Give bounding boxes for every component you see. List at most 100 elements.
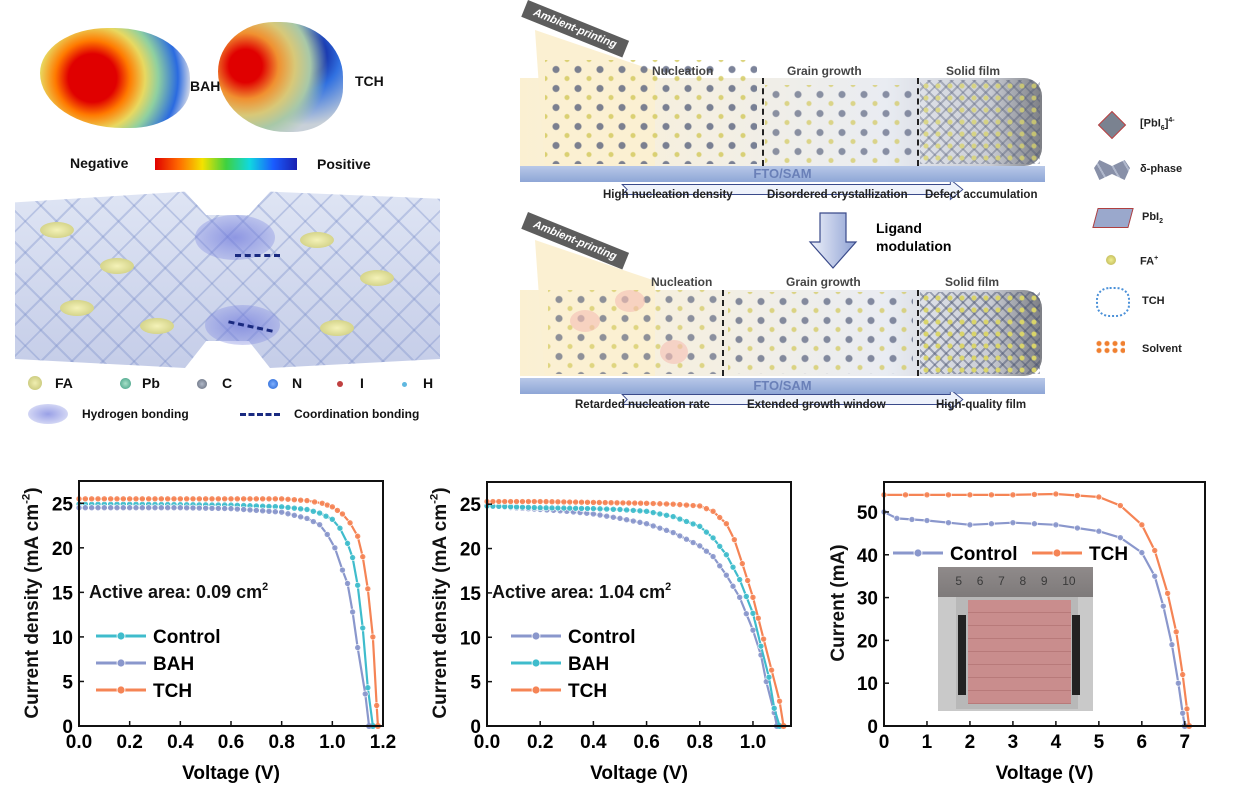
module-photo-inset: 5 6 7 8 9 10 [938,567,1093,711]
data-point-bah [88,504,95,512]
x-axis-label: Voltage (V) [996,763,1094,784]
y-tick-label: 20 [52,539,73,560]
data-point-control [610,513,617,521]
data-point-bah [676,515,684,523]
x-axis-label: Voltage (V) [590,763,688,784]
ruler-mark: 10 [1062,574,1076,588]
data-point-tch [716,514,724,521]
perovskite-module [968,600,1071,704]
n-legend-icon [268,379,278,389]
x-tick-label: 0.0 [474,732,500,753]
data-point-bah [177,504,184,512]
ligand-modulation-line1: Ligand [876,220,922,236]
data-point-tch [339,510,346,518]
data-point-control [1031,520,1038,528]
data-point-tch [744,577,751,584]
fa-cation [360,270,394,286]
x-tick-label: 0 [879,732,890,753]
arrow-label: Disordered crystallization [767,189,908,201]
y-tick-label: 0 [867,717,878,738]
y-tick-label: 20 [460,540,481,561]
data-point-control [1009,519,1017,526]
data-point-tch [760,635,767,643]
stage-grain-growth: Grain growth [786,275,861,289]
data-point-control [349,554,356,561]
colorbar-negative-label: Negative [70,155,129,171]
data-point-control [1095,527,1103,535]
ruler-mark: 8 [1019,574,1027,588]
data-point-control [908,516,916,523]
data-point-control [988,520,995,528]
legend-marker-bah [531,658,541,668]
ruler-mark: 7 [998,574,1005,588]
data-point-tch [1179,671,1186,678]
data-point-tch [82,495,89,503]
legend-label-tch: TCH [153,681,192,702]
data-point-control [643,520,650,528]
legend-solvent: Solvent [1142,343,1182,355]
data-point-bah [643,507,650,515]
data-point-tch [749,594,757,601]
legend-coordination-bonding: Coordination bonding [294,407,420,421]
data-point-bah [151,504,159,512]
data-point-bah [272,508,279,516]
y-tick-label: 15 [52,583,74,604]
data-point-tch [177,495,184,503]
process-arrow [621,392,964,411]
data-point-tch [754,614,762,622]
data-point-tch [265,495,273,503]
data-point-control [354,581,361,589]
data-point-tch [158,495,165,503]
data-point-bah [215,505,222,512]
process-arrow [621,182,964,201]
data-point-bah [120,504,127,512]
data-point-tch [988,491,995,499]
x-tick-label: 0.6 [218,732,244,753]
data-point-control [649,522,657,530]
hydrogen-bonding-legend-icon [28,404,68,424]
fto-sam-substrate: FTO/SAM [520,378,1045,394]
data-point-control [696,542,704,550]
data-point-control [1179,709,1186,717]
x-tick-label: 0.2 [527,732,553,753]
tch-complex [570,310,600,332]
legend-pbi6: [PbI6]4- [1140,117,1175,132]
data-point-bah [629,507,637,514]
data-point-bah [240,506,247,513]
x-tick-label: 0.2 [116,732,142,753]
data-point-tch [208,495,216,503]
data-point-bah [757,642,765,650]
grain-cluster [728,292,913,374]
legend-c: C [222,375,233,391]
data-point-bah [94,504,102,512]
data-point-bah [349,608,356,616]
data-point-control [669,529,677,536]
legend-label-control: Control [153,627,221,648]
y-tick-label: 15 [460,584,482,605]
y-tick-label: 25 [52,494,74,515]
data-point-control [716,562,724,570]
data-point-control [703,547,710,555]
data-point-tch [170,495,178,503]
data-point-bah [101,504,108,512]
solid-film-lattice [920,292,1040,374]
data-point-control [683,535,690,543]
x-tick-label: 1.2 [370,732,396,753]
legend-pbi2: PbI2 [1142,211,1164,226]
fa-cation [320,320,354,336]
data-point-control [310,507,317,515]
active-area-annotation: Active area: 0.09 cm2 [89,581,268,602]
arrow-label: Extended growth window [747,399,886,411]
legend-marker-tch [531,685,541,695]
stage-solid-film: Solid film [945,275,999,289]
stage-solid-film: Solid film [946,64,1000,78]
bah-esp-map [40,28,190,128]
data-point-bah [689,520,697,528]
y-tick-label: 5 [470,673,481,694]
legend-marker-control [913,548,923,558]
data-point-tch [1172,628,1180,636]
fa-cation [300,232,334,248]
stage-nucleation: Nucleation [651,275,713,289]
data-point-control [1117,534,1124,541]
fa-cation-icon [1106,255,1116,265]
